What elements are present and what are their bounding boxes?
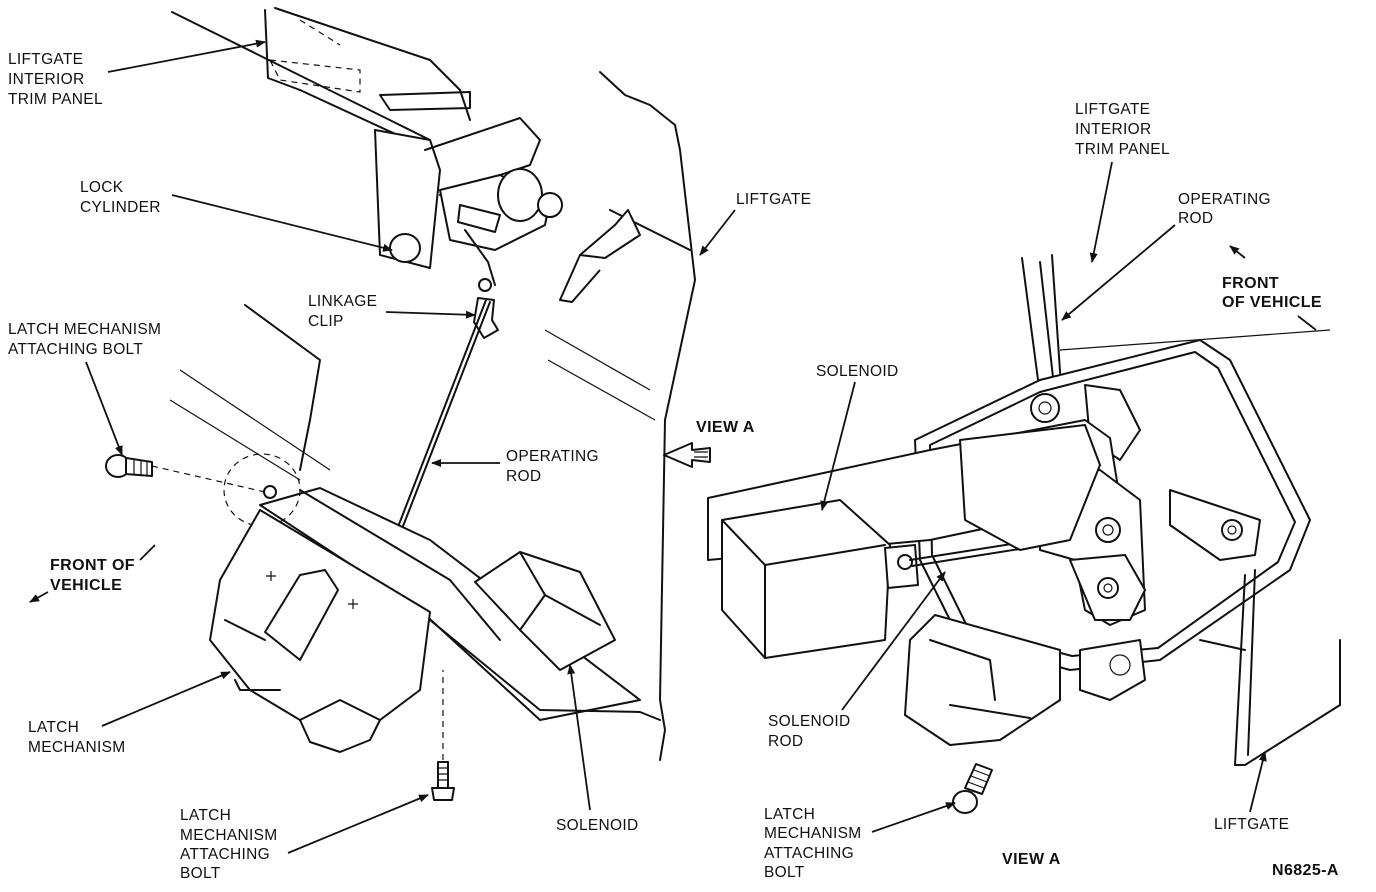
label-right-trim-panel: LIFTGATE INTERIOR TRIM PANEL [1075,101,1170,158]
leader-left-solenoid [567,664,591,811]
label-line: OF VEHICLE [1222,294,1322,311]
label-left-trim-panel: LIFTGATE INTERIOR TRIM PANEL [8,51,103,108]
right-latch-levers [959,424,1146,626]
leader-left-clip [385,310,476,319]
label-left-lock-cylinder: LOCK CYLINDER [80,179,161,216]
leader-right-solenoid [820,381,856,511]
leader-left-top-bolt [85,361,123,456]
label-line: ROD [1178,210,1213,227]
right-trim-rod-b [1039,261,1056,396]
label-line: BOLT [764,864,805,881]
label-line: LATCH MECHANISM [8,321,161,338]
label-line: MECHANISM [764,825,861,842]
label-left-solenoid: SOLENOID [556,817,639,834]
label-right-front-of-vehicle: FRONT OF VEHICLE [1222,275,1322,311]
label-line: BOLT [180,865,221,882]
label-line: ATTACHING [764,845,854,862]
label-line: VEHICLE [50,577,122,594]
label-left-latch-bolt-bottom: LATCH MECHANISM ATTACHING BOLT [180,807,282,882]
left-view-drawing [29,7,711,801]
left-front-arrow [29,591,49,603]
label-right-operating-rod: OPERATING ROD [1178,191,1275,227]
label-line: ROD [768,733,803,750]
left-front-mark [139,544,156,561]
label-right-latch-bolt: LATCH MECHANISM ATTACHING BOLT [764,806,866,881]
label-right-solenoid: SOLENOID [816,363,899,380]
label-line: ATTACHING [180,846,270,863]
right-panel-edge [1059,329,1331,351]
right-front-arrow [1229,245,1246,259]
label-line: LATCH [180,807,231,824]
left-linkage-rod [395,297,499,535]
left-latch-mechanism [209,509,431,753]
leader-right-trim [1089,161,1113,263]
right-liftgate-edge [1199,569,1341,766]
label-right-solenoid-rod: SOLENOID ROD [768,713,855,750]
right-trim-rod-a [1021,257,1041,396]
view-a-caption: VIEW A [1002,851,1061,868]
left-solenoid [429,551,661,721]
right-front-mark [1297,315,1317,331]
leader-lines [85,39,1267,854]
label-line: OPERATING [1178,191,1271,208]
label-line: LATCH [28,719,79,736]
leader-right-rod [1061,224,1176,321]
label-line: LATCH [764,806,815,823]
label-line: LINKAGE [308,293,377,310]
right-latch-body [904,614,1146,746]
label-line: CYLINDER [80,199,161,216]
leader-right-liftgate [1249,751,1267,813]
label-line: INTERIOR [1075,121,1151,138]
figure-code: N6825-A [1272,862,1339,879]
leader-left-liftgate [699,209,736,256]
label-line: ATTACHING BOLT [8,341,143,358]
label-line: LIFTGATE [1075,101,1150,118]
label-view-a-arrow: VIEW A [696,419,755,436]
label-line: INTERIOR [8,71,84,88]
label-left-operating-rod: OPERATING ROD [506,448,603,485]
label-left-latch-mechanism: LATCH MECHANISM [28,719,125,756]
leader-left-lock [171,194,393,252]
left-trim-panel [171,7,471,151]
view-a-arrow [663,442,711,468]
left-top-bolt [105,454,266,493]
leader-left-bottom-bolt [287,794,429,854]
label-line: MECHANISM [180,827,277,844]
leader-left-trim [107,39,266,73]
label-line: ROD [506,468,541,485]
label-line: OPERATING [506,448,599,465]
label-left-latch-bolt-top: LATCH MECHANISM ATTACHING BOLT [8,321,166,358]
label-line: SOLENOID [768,713,851,730]
label-line: MECHANISM [28,739,125,756]
label-left-linkage-clip: LINKAGE CLIP [308,293,382,330]
left-lock-bracket [374,117,563,292]
label-line: TRIM PANEL [8,91,103,108]
label-line: CLIP [308,313,344,330]
label-left-front-of-vehicle: FRONT OF VEHICLE [50,557,140,594]
right-bolt [952,763,993,814]
label-left-liftgate: LIFTGATE [736,191,811,208]
leader-right-bolt [871,802,956,833]
leader-right-solenoid-rod [841,571,946,711]
label-line: TRIM PANEL [1075,141,1170,158]
label-line: FRONT OF [50,557,135,574]
left-liftgate-skin [544,71,696,761]
label-line: LIFTGATE [8,51,83,68]
label-right-liftgate: LIFTGATE [1214,816,1289,833]
label-line: FRONT [1222,275,1279,292]
left-bottom-bolt [431,670,455,801]
right-view-drawing [707,245,1341,814]
label-line: LOCK [80,179,124,196]
leader-left-latch [101,671,231,727]
